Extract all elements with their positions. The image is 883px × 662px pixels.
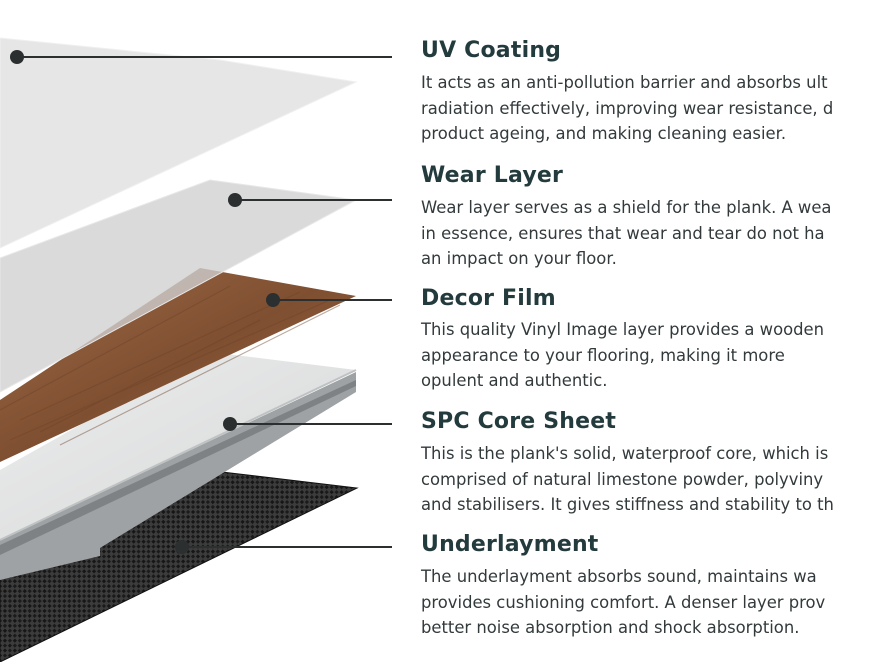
description-line: This is the plank's solid, waterproof co… bbox=[421, 444, 829, 463]
leader-dot-wear bbox=[228, 193, 242, 207]
decor-film-layer bbox=[0, 268, 356, 462]
description-line: The underlayment absorbs sound, maintain… bbox=[421, 567, 817, 586]
description-line: Wear layer serves as a shield for the pl… bbox=[421, 198, 832, 217]
leader-dot-decor bbox=[266, 293, 280, 307]
uv-coating-title: UV Coating bbox=[421, 38, 562, 63]
description-line: in essence, ensures that wear and tear d… bbox=[421, 223, 825, 243]
leader-dot-underlayment bbox=[175, 540, 189, 554]
description-line: better noise absorption and shock absorp… bbox=[421, 618, 800, 637]
uv-coating-description: It acts as an anti-pollution barrier and… bbox=[421, 70, 883, 147]
description-line: It acts as an anti-pollution barrier and… bbox=[421, 73, 828, 92]
leader-core bbox=[223, 417, 392, 431]
description-line: This quality Vinyl Image layer provides … bbox=[421, 320, 825, 339]
underlayment-title: Underlayment bbox=[421, 532, 599, 557]
wear-layer-title: Wear Layer bbox=[421, 163, 564, 188]
decor-film-description: This quality Vinyl Image layer provides … bbox=[421, 317, 883, 394]
description-line: radiation effectively, improving wear re… bbox=[421, 98, 834, 118]
decor-film-title: Decor Film bbox=[421, 286, 556, 311]
spc-core-description: This is the plank's solid, waterproof co… bbox=[421, 441, 883, 518]
spc-core-title: SPC Core Sheet bbox=[421, 409, 617, 434]
description-line: and stabilisers. It gives stiffness and … bbox=[421, 495, 834, 514]
leader-dot-uv bbox=[10, 50, 24, 64]
description-line: provides cushioning comfort. A denser la… bbox=[421, 592, 826, 612]
wear-layer-description: Wear layer serves as a shield for the pl… bbox=[421, 195, 883, 272]
description-line: appearance to your flooring, making it m… bbox=[421, 345, 785, 365]
underlayment-description: The underlayment absorbs sound, maintain… bbox=[421, 564, 883, 641]
leader-decor bbox=[266, 293, 392, 307]
leader-uv bbox=[10, 50, 392, 64]
description-line: comprised of natural limestone powder, p… bbox=[421, 469, 824, 489]
description-line: product ageing, and making cleaning easi… bbox=[421, 124, 787, 143]
leader-wear bbox=[228, 193, 392, 207]
description-line: opulent and authentic. bbox=[421, 371, 608, 390]
uv-coating-sheet bbox=[0, 37, 358, 249]
leader-underlayment bbox=[175, 540, 392, 554]
leader-dot-core bbox=[223, 417, 237, 431]
description-line: an impact on your floor. bbox=[421, 249, 617, 268]
